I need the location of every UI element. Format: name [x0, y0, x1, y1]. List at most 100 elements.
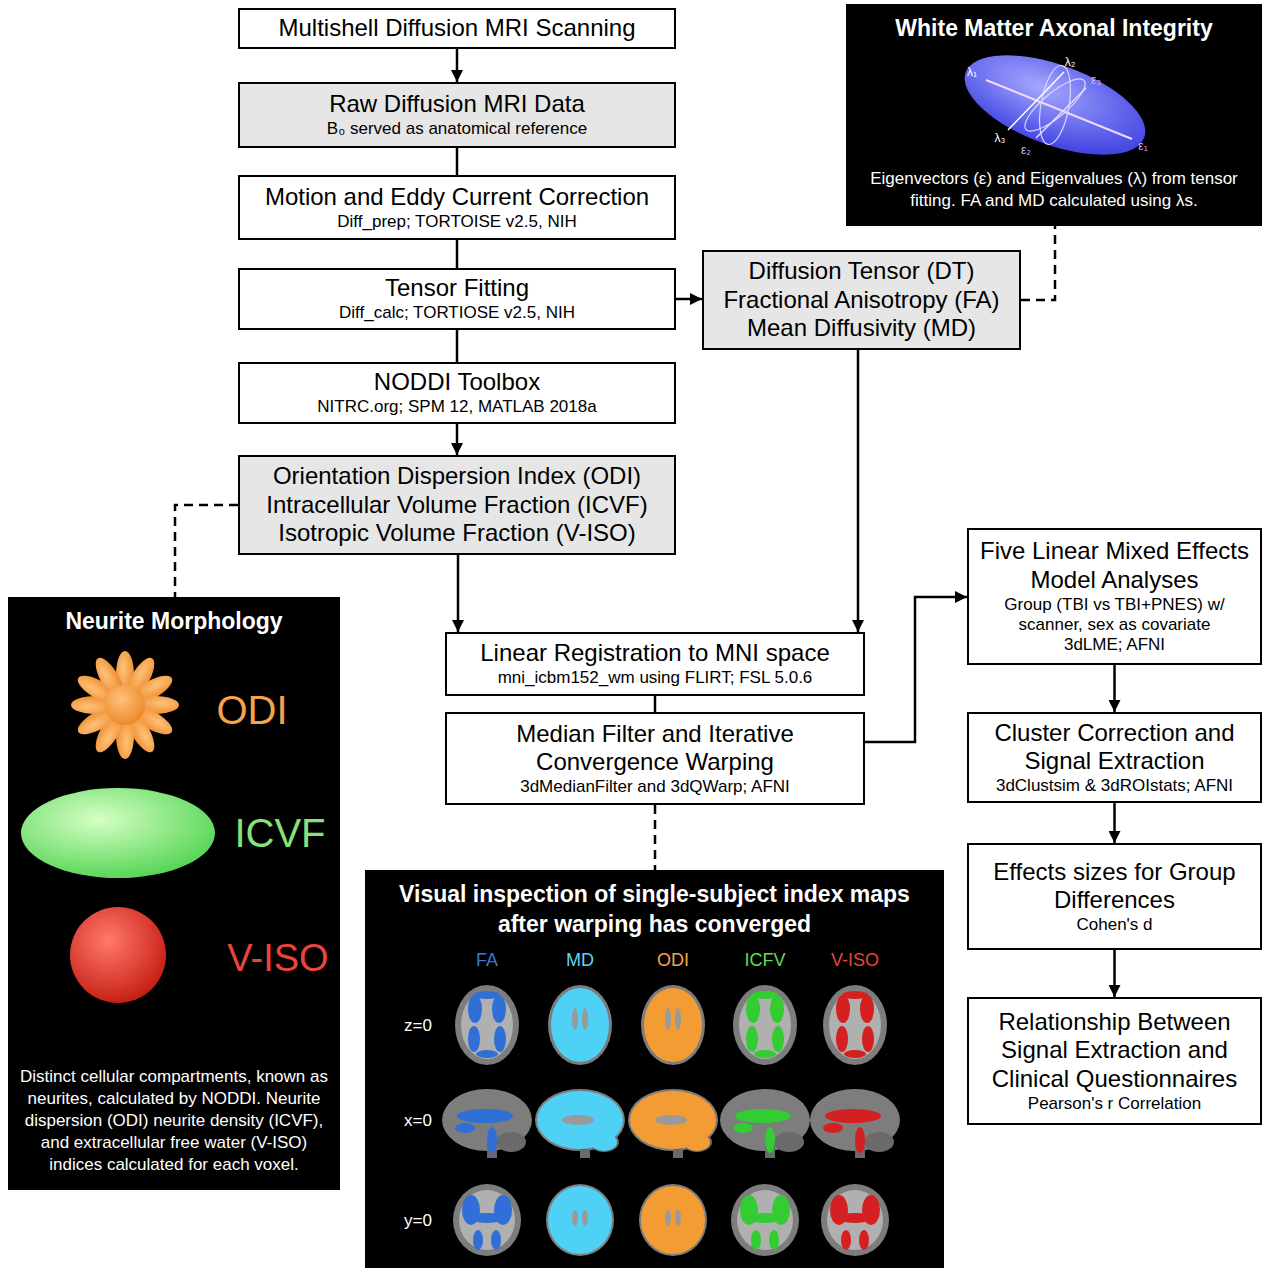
box-subtitle: Intracellular Volume Fraction (ICVF) — [266, 491, 647, 520]
dispersion-star — [71, 651, 179, 759]
compartment-label: V-ISO — [227, 939, 328, 977]
brain-slice — [731, 1184, 799, 1256]
box-subtitle: Diff_prep; TORTOISE v2.5, NIH — [337, 212, 576, 232]
free-water-sphere — [70, 907, 166, 1003]
box-title: Orientation Dispersion Index (ODI) — [273, 462, 641, 491]
flow-arrow — [456, 330, 459, 362]
process-box: Linear Registration to MNI spacemni_icbm… — [445, 632, 865, 696]
box-title: Cluster Correction and Signal Extraction — [973, 719, 1256, 777]
info-panel: White Matter Axonal IntegrityEigenvector… — [846, 4, 1262, 226]
box-title: Linear Registration to MNI space — [480, 639, 830, 668]
index-overlay — [630, 1091, 716, 1151]
flow-arrow — [1113, 803, 1116, 843]
compartment-label: ICVF — [234, 813, 325, 853]
flow-arrow — [676, 298, 702, 301]
index-overlay — [455, 1109, 513, 1153]
axis-label: λ₁ — [967, 66, 977, 78]
box-title: Motion and Eddy Current Correction — [265, 183, 649, 212]
box-subtitle: Group (TBI vs TBI+PNES) w/ scanner, sex … — [973, 595, 1256, 636]
brain-slice — [546, 1184, 614, 1256]
box-subtitle: 3dMedianFilter and 3dQWarp; AFNI — [520, 777, 790, 797]
brain-slice — [733, 985, 797, 1065]
brain-slice — [455, 985, 519, 1065]
ellipsoid-body — [952, 35, 1158, 175]
axis-label: λ₃ — [995, 132, 1006, 144]
brain-slice — [821, 1184, 889, 1256]
flow-arrow — [457, 555, 460, 632]
box-subtitle: mni_icbm152_wm using FLIRT; FSL 5.0.6 — [498, 668, 813, 688]
map-label: MD — [566, 951, 594, 969]
info-panel: Neurite MorphologyDistinct cellular comp… — [8, 597, 340, 1190]
brain-slice — [639, 1184, 707, 1256]
dashed-link — [654, 805, 657, 870]
index-overlay — [823, 1109, 881, 1153]
process-box: Orientation Dispersion Index (ODI)Intrac… — [238, 455, 676, 555]
index-overlay — [548, 1186, 612, 1254]
box-title: Diffusion Tensor (DT) — [749, 257, 975, 286]
panel-ground — [846, 4, 1262, 226]
index-overlay — [830, 1195, 880, 1250]
process-box: NODDI ToolboxNITRC.org; SPM 12, MATLAB 2… — [238, 362, 676, 424]
process-box: Cluster Correction and Signal Extraction… — [967, 712, 1262, 803]
brain-slice — [442, 1089, 532, 1158]
process-box: Median Filter and Iterative Convergence … — [445, 712, 865, 805]
panel-heading: Neurite Morphology — [65, 607, 282, 637]
process-box: Effects sizes for Group DifferencesCohen… — [967, 843, 1262, 950]
brain-detail — [572, 1210, 588, 1226]
box-subtitle: 3dClustsim & 3dROIstats; AFNI — [996, 776, 1233, 796]
box-title: NODDI Toolbox — [374, 368, 540, 397]
index-overlay — [644, 988, 702, 1062]
brain-slice — [810, 1089, 900, 1158]
index-overlay — [551, 988, 609, 1062]
brain-slice — [535, 1089, 625, 1158]
tensor-ellipsoid — [951, 33, 1158, 177]
brain-detail — [665, 1008, 681, 1030]
flow-arrow — [1113, 950, 1116, 997]
panel-heading: White Matter Axonal Integrity — [895, 14, 1212, 44]
axis-label: ε₁ — [1138, 140, 1147, 152]
index-overlay — [733, 1109, 791, 1153]
flow-arrow — [857, 350, 860, 632]
brain-slice — [641, 985, 705, 1065]
flow-arrow — [456, 424, 459, 455]
brain-slice — [720, 1089, 810, 1158]
index-overlay — [641, 1186, 705, 1254]
flow-arrow — [1113, 665, 1116, 712]
panel-ground — [365, 870, 944, 1268]
flow-arrow — [456, 240, 459, 268]
flow-arrow — [456, 148, 459, 175]
brain-slice — [548, 985, 612, 1065]
brain-slice — [628, 1089, 718, 1158]
brain-slice — [823, 985, 887, 1065]
info-panel: Visual inspection of single-subject inde… — [365, 870, 944, 1268]
eigenvector-axis — [1036, 88, 1086, 138]
flow-arrow — [865, 597, 967, 742]
box-title: Multishell Diffusion MRI Scanning — [278, 14, 635, 43]
flow-arrow — [654, 696, 657, 712]
box-title: Median Filter and Iterative Convergence … — [451, 720, 859, 778]
index-overlay — [468, 991, 506, 1058]
process-box: Five Linear Mixed Effects Model Analyses… — [967, 528, 1262, 665]
box-subtitle: Diff_calc; TORTIOSE v2.5, NIH — [339, 303, 575, 323]
box-subtitle: 3dLME; AFNI — [1064, 635, 1165, 655]
panel-heading: Visual inspection of single-subject inde… — [375, 880, 934, 940]
dashed-link — [1021, 226, 1055, 300]
brain-detail — [572, 1008, 588, 1030]
index-overlay — [537, 1091, 623, 1151]
axis-label: ε₂ — [1021, 144, 1031, 156]
box-title: Relationship Between Signal Extraction a… — [973, 1008, 1256, 1094]
box-title: Raw Diffusion MRI Data — [329, 90, 585, 119]
index-overlay — [746, 991, 784, 1058]
box-subtitle: Pearson's r Correlation — [1028, 1094, 1201, 1114]
density-ellipsoid — [21, 788, 215, 878]
dashed-link — [175, 505, 238, 597]
box-title: Tensor Fitting — [385, 274, 529, 303]
panel-body: Eigenvectors (ε) and Eigenvalues (λ) fro… — [856, 168, 1252, 212]
box-subtitle: Isotropic Volume Fraction (V-ISO) — [278, 519, 635, 548]
box-subtitle: Fractional Anisotropy (FA) — [723, 286, 999, 315]
slice-label: z=0 — [404, 1017, 432, 1034]
process-box: Motion and Eddy Current CorrectionDiff_p… — [238, 175, 676, 240]
slice-label: y=0 — [404, 1212, 432, 1229]
map-label: FA — [476, 951, 498, 969]
eigenvalue-axis — [1008, 72, 1064, 130]
